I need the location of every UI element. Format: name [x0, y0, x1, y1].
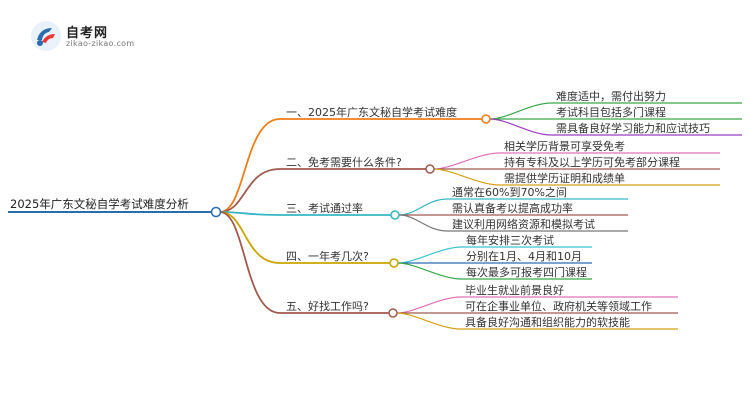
leaf-label: 难度适中，需付出努力 [556, 89, 666, 103]
leaf-connector [398, 214, 449, 232]
branch-label: 二、免考需要什么条件? [286, 155, 402, 169]
leaf-label: 具备良好沟通和组织能力的软技能 [465, 315, 630, 329]
leaf-label: 需提供学历证明和成绩单 [504, 171, 625, 185]
logo-name: 自考网 [66, 26, 109, 41]
leaf-label: 每年安排三次考试 [466, 233, 554, 247]
branch-connector [219, 168, 281, 213]
leaf-label: 需具备良好学习能力和应试技巧 [556, 121, 710, 135]
leaf-label: 可在企事业单位、政府机关等领域工作 [465, 299, 652, 313]
branch-node-circle [481, 114, 491, 124]
branch-node-circle [425, 164, 435, 174]
branch-label: 三、考试通过率 [286, 201, 363, 215]
mind-map-edges [8, 102, 742, 330]
leaf-label: 通常在60%到70%之间 [452, 185, 567, 199]
leaf-connector [396, 296, 462, 314]
branch-node-circle [388, 308, 398, 318]
leaf-label: 持有专科及以上学历可免考部分课程 [504, 155, 680, 169]
branch-connector [219, 211, 281, 216]
leaf-connector [397, 262, 463, 280]
branch-node-circle [390, 210, 400, 220]
leaf-connector [397, 246, 463, 264]
leaf-connector [489, 118, 553, 136]
leaf-label: 毕业生就业前景良好 [465, 283, 564, 297]
branch-connector [219, 118, 281, 213]
branch-label: 一、2025年广东文秘自学考试难度 [286, 105, 457, 119]
leaf-label: 考试科目包括多门课程 [556, 105, 666, 119]
logo-domain: zikao-zikao.com [66, 39, 135, 48]
leaf-label: 建议利用网络资源和模拟考试 [452, 217, 595, 231]
root-node-circle [210, 206, 222, 218]
root-node-label: 2025年广东文秘自学考试难度分析 [10, 197, 189, 211]
site-logo[interactable]: 自考网 zikao-zikao.com [30, 20, 170, 54]
branch-connector [219, 211, 281, 264]
leaf-connector [396, 312, 462, 330]
leaf-connector [489, 102, 553, 120]
leaf-label: 相关学历背景可享受免考 [504, 139, 625, 153]
logo-mark-icon [31, 21, 61, 51]
mind-map-nodes: 2025年广东文秘自学考试难度分析 一、2025年广东文秘自学考试难度 难度适中，… [10, 89, 710, 329]
branch-connector [219, 211, 281, 314]
branch-label: 五、好找工作吗? [286, 299, 369, 313]
leaf-label: 需认真备考以提高成功率 [452, 201, 573, 215]
branch-label: 四、一年考几次? [286, 249, 369, 263]
leaf-connector [433, 152, 501, 170]
leaf-connector [433, 168, 501, 186]
branch-node-circle [389, 258, 399, 268]
leaf-label: 分别在1月、4月和10月 [466, 250, 582, 263]
leaf-connector [398, 198, 449, 216]
leaf-label: 每次最多可报考四门课程 [466, 265, 587, 279]
